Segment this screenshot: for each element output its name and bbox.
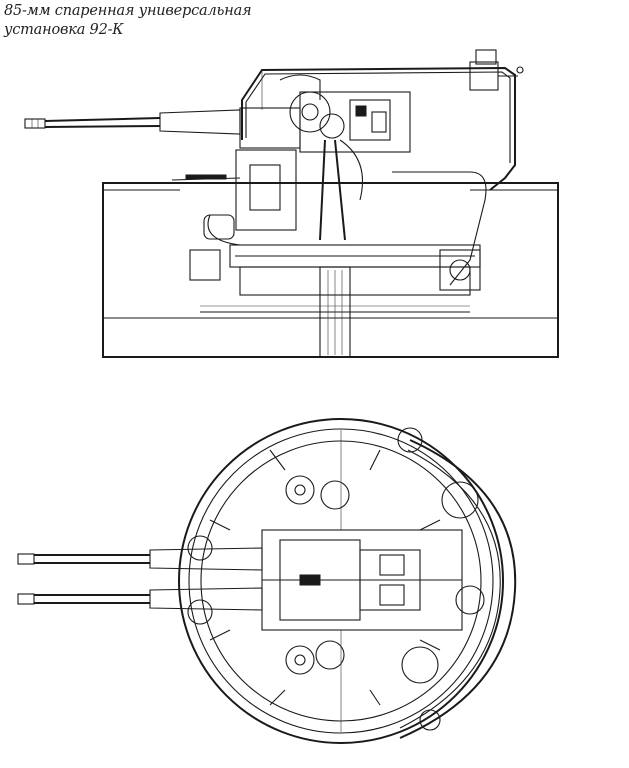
deck-base bbox=[102, 182, 559, 358]
plan-view bbox=[17, 418, 517, 744]
rangefinder-box bbox=[469, 49, 524, 91]
caption-line-1: 85-мм спаренная универсальная bbox=[4, 3, 252, 19]
gun-mechanism bbox=[171, 74, 411, 281]
turret-shield bbox=[241, 66, 516, 286]
central-cradle bbox=[261, 529, 463, 631]
turret-ring bbox=[178, 418, 517, 744]
handwheels bbox=[187, 427, 485, 731]
ring-brackets bbox=[209, 430, 441, 732]
side-elevation-view bbox=[24, 49, 559, 358]
drawing-caption: 85-мм спаренная универсальная установка … bbox=[4, 2, 252, 40]
caption-line-2: установка 92-К bbox=[4, 22, 124, 38]
twin-barrels-plan bbox=[17, 547, 263, 611]
carriage-base bbox=[229, 244, 481, 358]
gun-barrel-side bbox=[24, 109, 241, 135]
